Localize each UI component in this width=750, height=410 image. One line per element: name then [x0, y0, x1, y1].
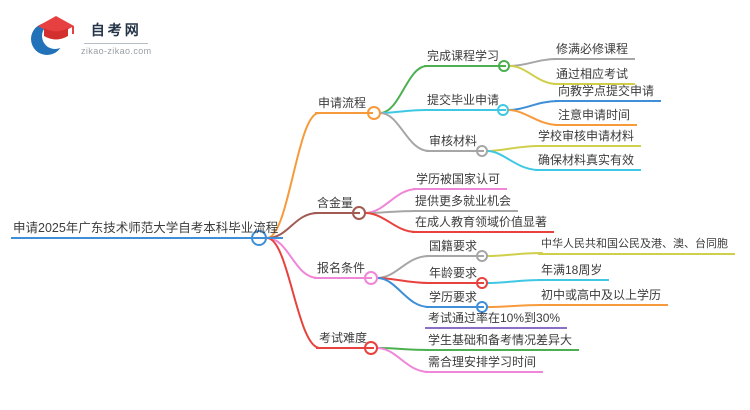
edge-education-detail [486, 304, 543, 308]
node-adult-education-value[interactable]: 在成人教育领域价值显著 [412, 215, 555, 233]
node-root[interactable]: 申请2025年广东技术师范大学自考本科毕业流程 [11, 220, 284, 239]
node-education-detail[interactable]: 初中或高中及以上学历 [538, 288, 669, 306]
edge-review-school [486, 145, 540, 152]
graduation-cap-icon [31, 16, 74, 55]
node-difficulty[interactable]: 考试难度 [316, 331, 375, 349]
node-requirements[interactable]: 报名条件 [314, 261, 373, 279]
node-pass-exams[interactable]: 通过相应考试 [553, 67, 636, 85]
node-state-recognized[interactable]: 学历被国家认可 [413, 172, 508, 190]
node-value[interactable]: 含金量 [314, 196, 361, 214]
logo-domain: zikao-zikao.com [81, 46, 152, 56]
edge-submit-time [507, 109, 560, 126]
edge-review-authentic [486, 150, 540, 171]
edge-courses-required [509, 58, 558, 67]
edge-root-apply-process [266, 112, 320, 239]
node-review-materials[interactable]: 审核材料 [426, 134, 485, 152]
node-more-jobs[interactable]: 提供更多就业机会 [412, 194, 519, 212]
node-ensure-authentic[interactable]: 确保材料真实有效 [535, 153, 642, 171]
logo-title: 自考网 [90, 22, 142, 38]
edge-value-adult-education [364, 212, 417, 233]
logo-divider [84, 43, 149, 44]
node-nationality-detail[interactable]: 中华人民共和国公民及港、澳、台同胞 [538, 237, 735, 255]
site-logo: 自考网 zikao-zikao.com [30, 13, 152, 57]
edge-courses-exams [509, 65, 558, 85]
edge-submit-teaching-point [507, 100, 560, 111]
node-pass-rate[interactable]: 考试通过率在10%到30% [425, 311, 568, 329]
edge-req-nationality [376, 255, 430, 279]
edge-value-recognized [364, 188, 418, 214]
edge-apply-review-materials [379, 112, 430, 152]
node-submit-to-teaching-point[interactable]: 向教学点提交申请 [555, 84, 662, 102]
node-age[interactable]: 年龄要求 [426, 266, 485, 284]
edge-root-requirements [266, 237, 319, 279]
node-submit-application[interactable]: 提交毕业申请 [424, 93, 507, 111]
edge-apply-complete-courses [379, 65, 428, 114]
node-study-time[interactable]: 需合理安排学习时间 [425, 355, 544, 373]
edge-req-education [376, 277, 430, 308]
node-student-variance[interactable]: 学生基础和备考情况差异大 [425, 333, 580, 351]
node-school-review[interactable]: 学校审核申请材料 [535, 129, 642, 147]
node-note-application-time[interactable]: 注意申请时间 [555, 108, 638, 126]
node-finish-required-courses[interactable]: 修满必修课程 [553, 42, 636, 60]
edge-root-difficulty [266, 237, 321, 349]
edge-nationality-detail [486, 252, 543, 257]
node-nationality[interactable]: 国籍要求 [426, 239, 485, 257]
node-education[interactable]: 学历要求 [426, 290, 485, 308]
edge-difficulty-study-time [376, 347, 430, 373]
edge-difficulty-pass-rate [377, 328, 429, 348]
edge-age-detail [486, 279, 543, 284]
node-age-detail[interactable]: 年满18周岁 [538, 263, 610, 281]
node-complete-courses[interactable]: 完成课程学习 [424, 49, 507, 67]
node-apply-process[interactable]: 申请流程 [315, 96, 374, 114]
